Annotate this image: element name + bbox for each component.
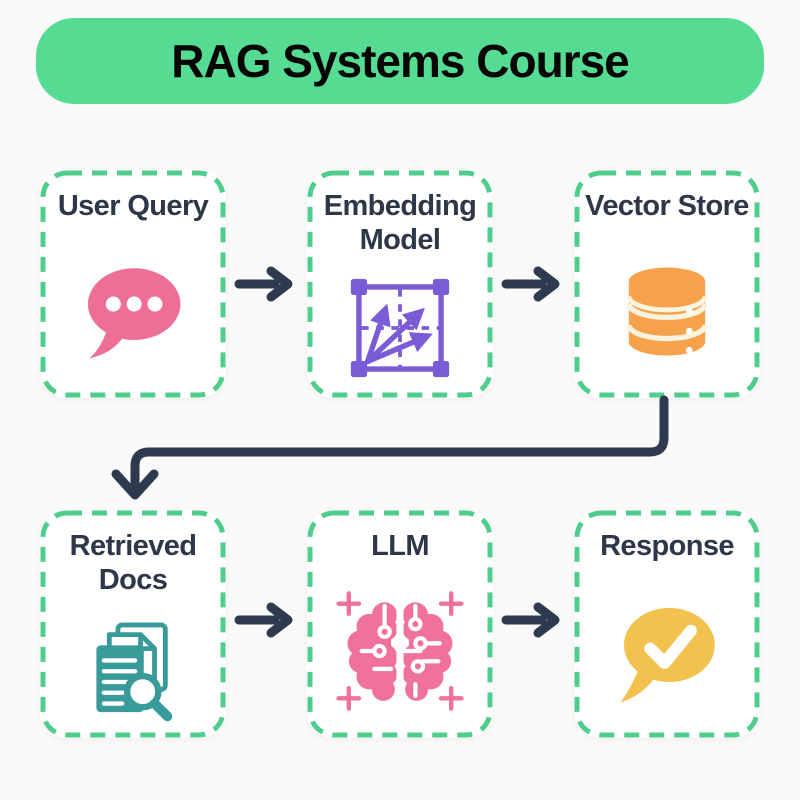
arrow-vector-store-to-retrieved-docs [111,395,669,500]
node-label: Retrieved Docs [69,530,197,596]
chat-check-icon [620,607,715,703]
node-llm: LLM [307,510,493,738]
node-label: Embedding Model [323,190,477,256]
dashed-border [40,170,226,398]
node-label: Vector Store [585,190,749,222]
chat-bubble-icon [87,268,181,359]
node-vector-store: Vector Store [574,170,760,398]
node-retrieved-docs: Retrieved Docs [40,510,226,738]
node-label: User Query [57,190,209,222]
arrow-retrieved-docs-to-llm [234,602,293,638]
page-title: RAG Systems Course [171,35,629,87]
dashed-border [307,170,493,398]
arrow-embedding-to-vector-store [501,266,560,302]
node-user-query: User Query [40,170,226,398]
documents-search-icon [96,622,173,722]
node-embedding-model: Embedding Model [307,170,493,398]
dashed-border [574,510,760,738]
arrow-llm-to-response [501,602,560,638]
node-response: Response [574,510,760,738]
arrow-user-query-to-embedding [234,266,293,302]
node-label: LLM [371,530,429,562]
brain-circuit-icon [336,591,464,711]
dashed-border [574,170,760,398]
title-banner: RAG Systems Course [36,18,764,104]
database-icon [626,267,708,356]
dashed-border [40,510,226,738]
node-label: Response [600,530,734,562]
dashed-border [307,510,493,738]
vector-grid-icon [350,278,450,378]
